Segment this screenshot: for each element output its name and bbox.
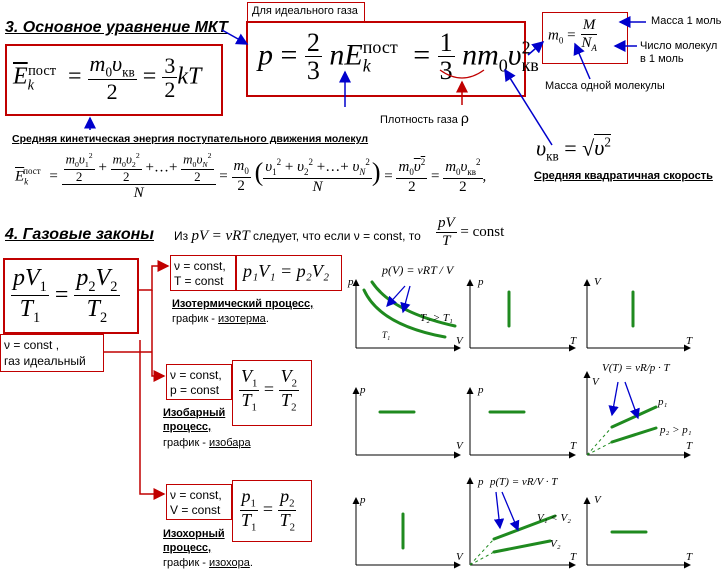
g9-ylabel: V (594, 494, 601, 506)
g2-ylabel: p (478, 276, 484, 288)
g6-xlabel: T (686, 440, 693, 452)
cond-ideal: газ идеальный (4, 354, 86, 368)
isotherm-curve-low (362, 288, 447, 339)
cond-nu: ν = const , (4, 338, 60, 352)
g6-ylabel: V (592, 376, 599, 388)
isobaric-graph: график - изобара (163, 437, 251, 449)
label-avogadro-2: в 1 моль (640, 53, 684, 65)
isobaric-cond-box: ν = const, p = const (166, 364, 232, 400)
label-rms: Средняя квадратичная скорость (534, 170, 713, 182)
isobar-p2-line (610, 426, 658, 444)
g3-ylabel: V (594, 276, 601, 288)
g1-formula: p(V) = νRT / V (382, 263, 454, 277)
g8-v1ltv2: V₁ < V₂ (537, 512, 572, 524)
g1-t1: T₁ (382, 330, 391, 340)
g4-ylabel: p (360, 384, 366, 396)
isothermal-cond1: ν = const, (174, 259, 226, 273)
label-mole-mass: Масса 1 моль (651, 15, 722, 27)
g3-xlabel: T (686, 335, 693, 347)
isothermal-name: Изотермический процесс, (172, 298, 314, 310)
g4-xlabel: V (456, 440, 463, 452)
isochoric-name-1: Изохорный (163, 528, 225, 540)
isobaric-cond1: ν = const, (170, 368, 222, 382)
g6-formula: V(T) = νR/p · T (602, 362, 670, 374)
isothermal-eq: p₁V₁ = p₂V₂ (243, 261, 330, 281)
derivation-text: Из pV = νRT следует, что если ν = const,… (174, 228, 421, 244)
g8-v2: V₂ (550, 538, 561, 550)
g8-formula: p(T) = νR/V · T (490, 476, 558, 488)
g7-ylabel: p (360, 494, 366, 506)
g8-xlabel: T (570, 551, 577, 563)
isothermal-cond2: T = const (174, 274, 224, 288)
isobar-p1-line (610, 405, 658, 429)
isochoric-graph: график - изохора. (163, 557, 253, 569)
isothermal-cond-box: ν = const, T = const (170, 255, 236, 291)
isochore-v1-line (492, 514, 557, 541)
section4-title: 4. Газовые законы (5, 226, 154, 243)
isochoric-name-2: процесс, (163, 542, 212, 554)
isobaric-cond2: p = const (170, 383, 220, 397)
g6-p2gtp1: p₂ > p₁ (660, 424, 692, 436)
label-density: Плотность газа ρ (380, 110, 469, 126)
isobaric-name-1: Изобарный (163, 407, 226, 419)
isothermal-graph: график - изотерма. (172, 313, 269, 325)
g6-p1: p₁ (658, 396, 668, 408)
g7-xlabel: V (456, 551, 463, 563)
g5-ylabel: p (478, 384, 484, 396)
g2-xlabel: T (570, 335, 577, 347)
isobaric-name-2: процесс, (163, 421, 212, 433)
isochore-v2-line (492, 539, 552, 554)
g8-ylabel: p (478, 476, 484, 488)
isochoric-cond-box: ν = const, V = const (166, 484, 232, 520)
isochoric-cond1: ν = const, (170, 488, 222, 502)
label-molecule-mass: Масса одной молекулы (545, 80, 665, 92)
g1-xlabel: V (456, 335, 463, 347)
label-avogadro-1: Число молекул (640, 40, 718, 52)
g1-ylabel: p (348, 276, 354, 288)
isochoric-cond2: V = const (170, 503, 221, 517)
ideal-gas-label: Для идеального газа (252, 5, 358, 17)
g9-xlabel: T (686, 551, 693, 563)
isothermal-eq-box: p₁V₁ = p₂V₂ (236, 255, 342, 291)
g1-t2gtt1: T₂ > T₁ (420, 312, 453, 324)
rms-equation: υкв = √υ2 (536, 134, 611, 164)
label-ke: Средняя кинетическая энергия поступатель… (12, 133, 369, 145)
conditions-box: ν = const , газ идеальный (0, 334, 104, 372)
g5-xlabel: T (570, 440, 577, 452)
section3-title: 3. Основное уравнение МКТ (5, 19, 228, 36)
